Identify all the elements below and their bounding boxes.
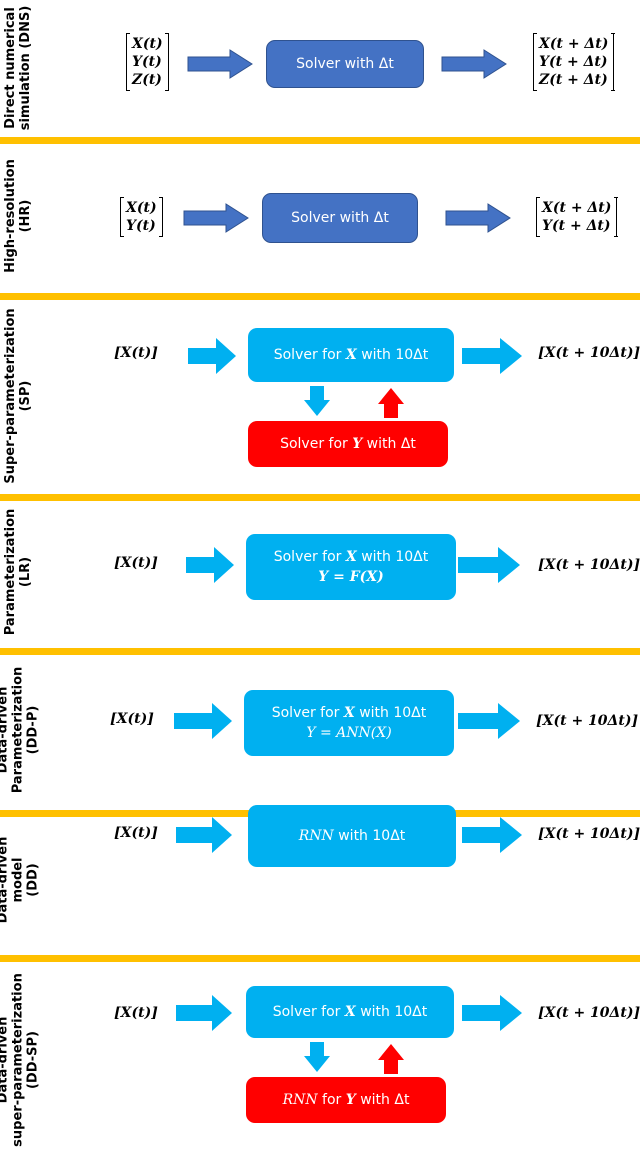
- lr-output: [X(t + 10Δt)]: [538, 557, 640, 573]
- arrow-sp-up: [378, 388, 404, 418]
- sp-output: [X(t + 10Δt)]: [538, 345, 640, 361]
- hr-input-vector: X(t) Y(t): [119, 197, 163, 237]
- arrow-ddsp-out: [462, 995, 522, 1031]
- sp-subsolver-label: Solver for Y with Δt: [280, 436, 416, 452]
- arrow-dd-out: [462, 817, 522, 853]
- label-dd: Data-driven model (DD): [0, 836, 41, 924]
- divider-dd-ddsp: [0, 955, 640, 962]
- dns-input-z: Z(t): [132, 72, 162, 88]
- arrow-dns-out: [441, 49, 507, 79]
- arrow-ddp-in: [174, 703, 232, 739]
- arrow-hr-in: [183, 203, 249, 233]
- hr-solver-label: Solver with Δt: [291, 210, 389, 226]
- ddp-input: [X(t)]: [110, 711, 154, 727]
- label-ddp: Data-driven Parameterization (DD-P): [0, 666, 41, 794]
- label-lr: Parameterization (LR): [3, 508, 33, 636]
- lr-input: [X(t)]: [114, 555, 158, 571]
- hr-output-vector: X(t + Δt) Y(t + Δt): [535, 197, 619, 237]
- dns-solver-box: Solver with Δt: [266, 40, 424, 88]
- hr-output-x: X(t + Δt): [542, 200, 612, 216]
- lr-equation: Y = F(X): [318, 569, 384, 585]
- arrow-ddsp-down: [304, 1042, 330, 1072]
- dns-input-vector: X(t) Y(t) Z(t): [125, 33, 169, 91]
- lr-solver-label: Solver for X with 10Δt: [273, 549, 429, 565]
- lr-solver-box: Solver for X with 10Δt Y = F(X): [246, 534, 456, 600]
- dns-input-x: X(t): [132, 36, 163, 52]
- divider-sp-lr: [0, 494, 640, 501]
- divider-dns-hr: [0, 137, 640, 144]
- arrow-dd-in: [176, 817, 232, 853]
- label-sp: Super-parameterization (SP): [3, 308, 33, 484]
- ddp-solver-label: Solver for X with 10Δt: [271, 705, 427, 721]
- divider-hr-sp: [0, 293, 640, 300]
- dd-input: [X(t)]: [114, 825, 158, 841]
- hr-input-y: Y(t): [126, 218, 156, 234]
- arrow-dns-in: [187, 49, 253, 79]
- label-hr: High-resolution (HR): [3, 159, 33, 273]
- dns-output-z: Z(t + Δt): [539, 72, 608, 88]
- label-dns: Direct numerical simulation (DNS): [3, 5, 33, 131]
- sp-subsolver-box: Solver for Y with Δt: [248, 421, 448, 467]
- arrow-sp-down: [304, 386, 330, 416]
- arrow-ddsp-up: [378, 1044, 404, 1074]
- label-ddsp: Data-driven super-parameterization (DD-S…: [0, 973, 41, 1147]
- ddsp-solver-label: Solver for X with 10Δt: [272, 1004, 428, 1020]
- divider-lr-ddp: [0, 648, 640, 655]
- arrow-hr-out: [445, 203, 511, 233]
- ddsp-subsolver-label: RNN for Y with Δt: [282, 1092, 410, 1108]
- ddp-equation: Y = ANN(X): [306, 725, 392, 741]
- arrow-sp-in: [188, 338, 236, 374]
- arrow-sp-out: [462, 338, 522, 374]
- ddsp-input: [X(t)]: [114, 1005, 158, 1021]
- dns-output-vector: X(t + Δt) Y(t + Δt) Z(t + Δt): [532, 33, 616, 91]
- dns-output-y: Y(t + Δt): [539, 54, 608, 70]
- ddsp-solver-box: Solver for X with 10Δt: [246, 986, 454, 1038]
- hr-solver-box: Solver with Δt: [262, 193, 418, 243]
- dd-model-label: RNN with 10Δt: [298, 828, 406, 844]
- dd-output: [X(t + 10Δt)]: [538, 826, 640, 842]
- hr-output-y: Y(t + Δt): [542, 218, 611, 234]
- dd-model-box: RNN with 10Δt: [248, 805, 456, 867]
- dns-output-x: X(t + Δt): [539, 36, 609, 52]
- arrow-ddsp-in: [176, 995, 232, 1031]
- dns-solver-label: Solver with Δt: [296, 56, 394, 72]
- ddsp-subsolver-box: RNN for Y with Δt: [246, 1077, 446, 1123]
- ddp-output: [X(t + 10Δt)]: [536, 713, 639, 729]
- arrow-ddp-out: [458, 703, 520, 739]
- arrow-lr-in: [186, 547, 234, 583]
- dns-input-y: Y(t): [132, 54, 162, 70]
- ddsp-output: [X(t + 10Δt)]: [538, 1005, 640, 1021]
- sp-input: [X(t)]: [114, 345, 158, 361]
- hr-input-x: X(t): [126, 200, 157, 216]
- sp-solver-label: Solver for X with 10Δt: [273, 347, 429, 363]
- sp-solver-box: Solver for X with 10Δt: [248, 328, 454, 382]
- arrow-lr-out: [458, 547, 520, 583]
- ddp-solver-box: Solver for X with 10Δt Y = ANN(X): [244, 690, 454, 756]
